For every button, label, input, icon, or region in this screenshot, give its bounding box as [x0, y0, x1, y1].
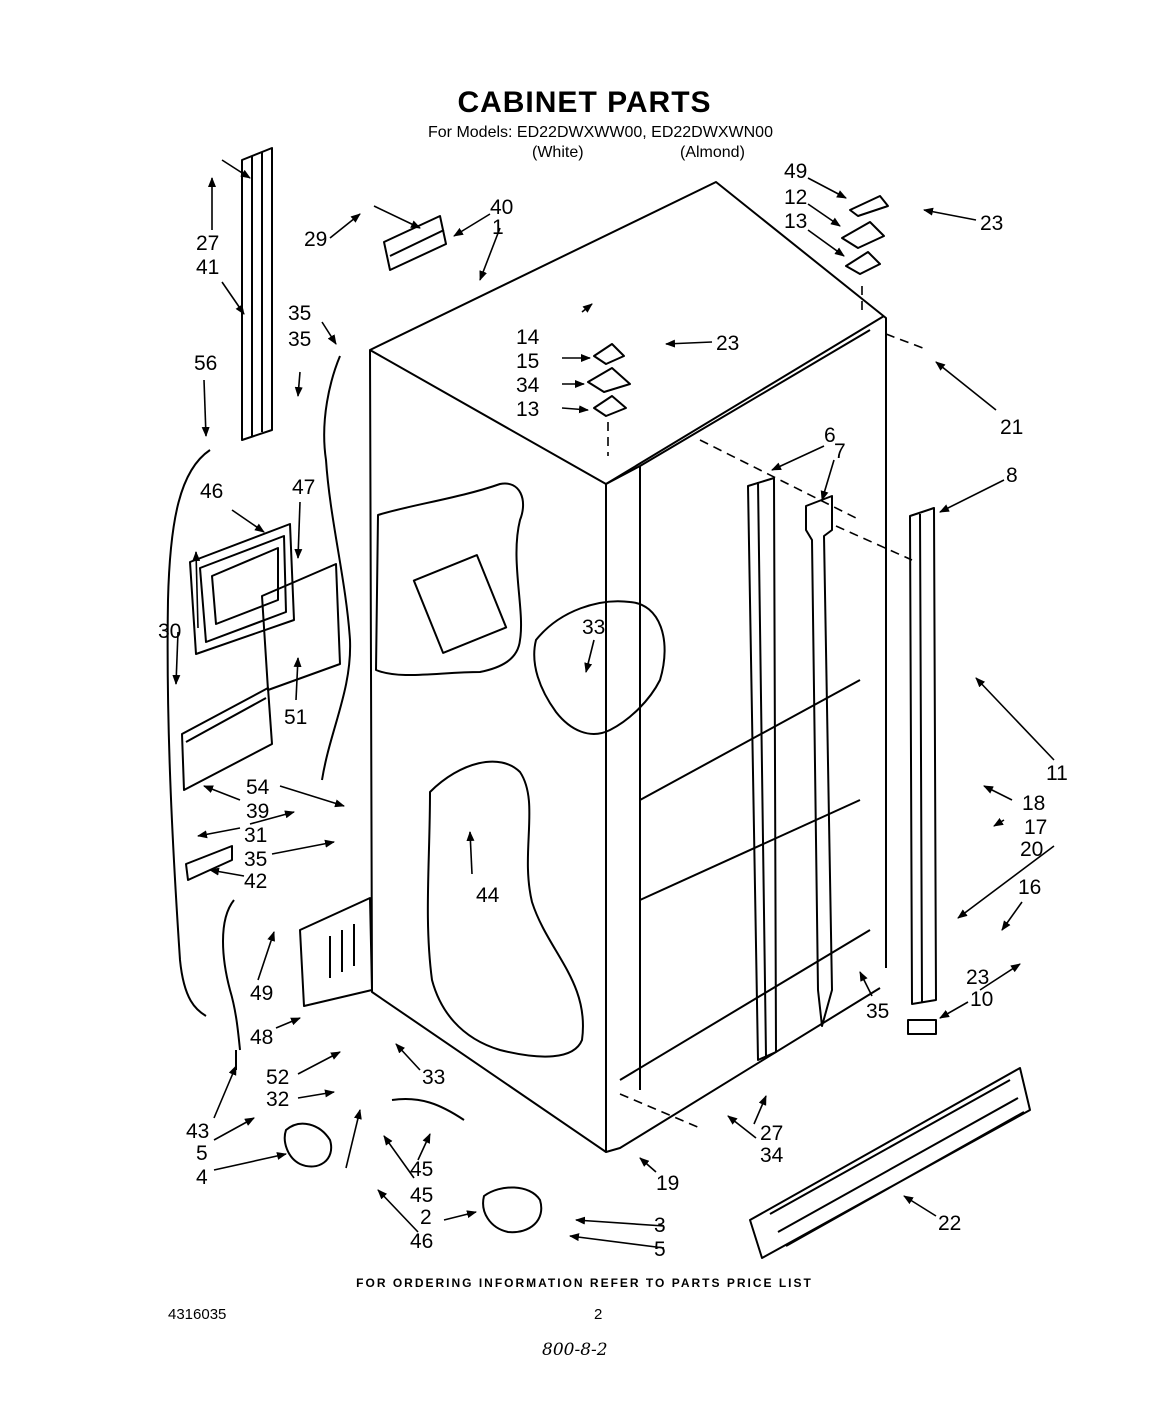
- hinge-30: [587, 367, 631, 393]
- trim-strip-38: [241, 147, 273, 441]
- callout-18: 18: [1022, 792, 1045, 815]
- callout-35-right: 33: [422, 1066, 445, 1089]
- grille-22: [749, 1067, 1031, 1259]
- callout-17: 17: [1024, 816, 1047, 839]
- callout-49: 49: [784, 160, 807, 183]
- hinge-13: [845, 251, 881, 275]
- callout-2: 2: [420, 1206, 432, 1229]
- callout-13-mid: 13: [516, 398, 539, 421]
- callout-20: 20: [1020, 838, 1043, 861]
- pad-51: [261, 563, 341, 691]
- callout-21: 21: [1000, 416, 1023, 439]
- callout-23-top: 23: [980, 212, 1003, 235]
- hinge-12: [841, 221, 885, 249]
- panel-47: [299, 897, 373, 1007]
- callout-13-top: 13: [784, 210, 807, 233]
- callout-14: 14: [516, 326, 540, 349]
- callout-48: 49: [250, 982, 273, 1005]
- callout-38: 41: [196, 256, 219, 279]
- channel-37: [383, 215, 447, 271]
- handwritten-note: 800-8-2: [542, 1340, 608, 1360]
- callout-35-mid: 30: [158, 620, 181, 643]
- callout-1: 1: [492, 216, 504, 239]
- ordering-note: FOR ORDERING INFORMATION REFER TO PARTS …: [356, 1276, 813, 1290]
- callout-7: 7: [834, 440, 846, 463]
- hinge-15: [593, 343, 625, 365]
- models-line: For Models: ED22DWXWW00, ED22DWXWN00: [428, 124, 773, 141]
- callout-54: 56: [194, 352, 217, 375]
- callout-5-right: 5: [654, 1238, 666, 1261]
- callout-23-mid: 23: [716, 332, 739, 355]
- callout-4: 4: [196, 1166, 208, 1189]
- callout-53: 54: [246, 776, 270, 799]
- harness-54: [166, 449, 211, 1017]
- callout-30: 34: [516, 374, 540, 397]
- callout-34: 35: [244, 848, 267, 871]
- power-cord-40: [222, 899, 241, 1070]
- callout-32: 35: [288, 302, 311, 325]
- callout-40: 43: [186, 1120, 209, 1143]
- cutaway-right: [533, 600, 666, 735]
- callout-23-bottom: 23: [966, 966, 989, 989]
- callout-29: 33: [582, 616, 605, 639]
- cutaway-bottom: [426, 760, 584, 1058]
- callout-10: 10: [970, 988, 993, 1011]
- rail-8: [909, 507, 937, 1005]
- callout-35-bottom: 32: [266, 1088, 289, 1111]
- callout-46: 47: [292, 476, 315, 499]
- callout-35-top: 27: [196, 232, 219, 255]
- tube-42: [391, 1098, 465, 1121]
- callout-31: 35: [866, 1000, 889, 1023]
- variant-almond: (Almond): [680, 144, 745, 161]
- document-number: 4316035: [168, 1306, 227, 1323]
- callout-3: 3: [654, 1214, 666, 1237]
- callout-45: 46: [200, 480, 223, 503]
- callout-47: 48: [250, 1026, 273, 1049]
- cutaway-left: [375, 482, 525, 677]
- page-number: 2: [594, 1306, 603, 1323]
- callout-35-grille: 34: [760, 1144, 784, 1167]
- block-10: [907, 1019, 937, 1035]
- rail-7: [805, 495, 833, 1027]
- callout-27: 27: [760, 1122, 783, 1145]
- callout-8: 8: [1006, 464, 1018, 487]
- callout-5-left: 5: [196, 1142, 208, 1165]
- wires-32: [321, 355, 352, 781]
- roller-4: [283, 1122, 333, 1168]
- callout-51: 51: [284, 706, 307, 729]
- callout-33: 35: [288, 328, 311, 351]
- callout-39: 42: [244, 870, 267, 893]
- callout-19: 19: [656, 1172, 679, 1195]
- cabinet-body: [369, 181, 887, 1153]
- callout-41: 44: [476, 884, 500, 907]
- heater-45: [189, 523, 295, 655]
- roller-2: [482, 1186, 543, 1234]
- cabinet-opening: [412, 554, 508, 654]
- page-title: CABINET PARTS: [457, 86, 712, 119]
- callout-36: 39: [246, 800, 269, 823]
- callout-35-upper: 29: [304, 228, 327, 251]
- hinge-13b: [593, 395, 627, 417]
- callout-37: 40: [490, 196, 513, 219]
- callout-16: 16: [1018, 876, 1041, 899]
- callout-15: 15: [516, 350, 539, 373]
- callout-43: 45: [410, 1184, 433, 1207]
- callout-44: 46: [410, 1230, 433, 1253]
- callout-35-lower: 31: [244, 824, 267, 847]
- callout-22: 22: [938, 1212, 961, 1235]
- variant-white: (White): [532, 144, 584, 161]
- callout-12: 12: [784, 186, 807, 209]
- hinge-49: [849, 195, 889, 217]
- callout-11: 11: [1046, 762, 1068, 785]
- callout-52: 52: [266, 1066, 289, 1089]
- callout-6: 6: [824, 424, 836, 447]
- callout-42: 45: [410, 1158, 433, 1181]
- plate-36: [181, 687, 273, 791]
- bracket-39: [185, 845, 233, 881]
- rail-6: [747, 477, 777, 1061]
